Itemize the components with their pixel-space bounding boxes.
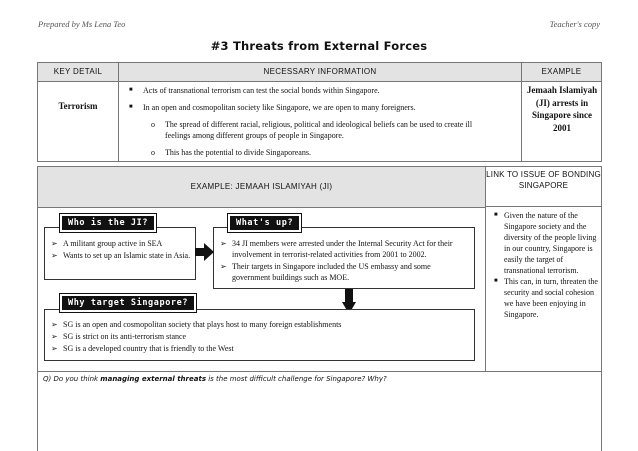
list-item: ■In an open and cosmopolitan society lik… bbox=[129, 103, 416, 112]
arrow-bullet-icon: ➢ bbox=[51, 239, 58, 248]
list-item: ➢SG is strict on its anti-terrorism stan… bbox=[51, 332, 187, 341]
arrow-bullet-icon: ➢ bbox=[51, 320, 58, 329]
col-necessary-info: NECESSARY INFORMATION bbox=[263, 67, 377, 76]
arrow-bullet-icon: ➢ bbox=[51, 332, 58, 341]
arrow-bullet-icon: ➢ bbox=[51, 344, 58, 353]
whats-up-box: ➢34 JI members were arrested under the I… bbox=[213, 227, 475, 289]
square-bullet-icon: ■ bbox=[494, 212, 498, 218]
key-detail-value: Terrorism bbox=[58, 101, 98, 111]
circle-bullet-icon: o bbox=[151, 148, 155, 157]
list-item: ➢34 JI members were arrested under the I… bbox=[220, 239, 453, 259]
square-bullet-icon: ■ bbox=[129, 104, 133, 110]
example-value: Jemaah Islamiyah (JI) arrests in Singapo… bbox=[526, 85, 598, 133]
question-text: Q) Do you think managing external threat… bbox=[43, 375, 387, 383]
link-heading: LINK TO ISSUE OF BONDING SINGAPORE bbox=[486, 167, 601, 207]
square-bullet-icon: ■ bbox=[494, 278, 498, 284]
key-detail-table: KEY DETAIL NECESSARY INFORMATION EXAMPLE… bbox=[37, 62, 602, 162]
why-box: ➢SG is an open and cosmopolitan society … bbox=[44, 309, 475, 361]
list-item: ■Acts of transnational terrorism can tes… bbox=[129, 86, 380, 95]
list-item: ■Given the nature of the Singapore socie… bbox=[494, 211, 597, 275]
right-arrow-icon bbox=[195, 243, 214, 261]
link-list: ■Given the nature of the Singapore socie… bbox=[493, 210, 601, 320]
column-divider bbox=[521, 63, 522, 161]
col-example: EXAMPLE bbox=[541, 67, 582, 76]
who-tag: Who is the JI? bbox=[58, 213, 158, 233]
list-item: ➢Wants to set up an Islamic state in Asi… bbox=[51, 251, 191, 260]
down-arrow-icon bbox=[342, 289, 356, 314]
circle-bullet-icon: o bbox=[151, 120, 155, 129]
column-divider bbox=[118, 63, 119, 161]
column-divider bbox=[485, 167, 486, 371]
arrow-bullet-icon: ➢ bbox=[51, 251, 58, 260]
arrow-bullet-icon: ➢ bbox=[220, 239, 227, 248]
why-tag: Why target Singapore? bbox=[58, 293, 198, 313]
list-item: ➢SG is an open and cosmopolitan society … bbox=[51, 320, 342, 329]
whats-up-tag: What's up? bbox=[226, 213, 303, 233]
list-item: ➢A militant group active in SEA bbox=[51, 239, 163, 248]
question-emphasis: managing external threats bbox=[100, 375, 206, 383]
list-item: ➢Their targets in Singapore included the… bbox=[220, 262, 431, 282]
example-heading: EXAMPLE: JEMAAH ISLAMIYAH (JI) bbox=[38, 167, 485, 208]
table-header-row bbox=[38, 63, 601, 82]
who-box: ➢A militant group active in SEA ➢Wants t… bbox=[44, 227, 196, 280]
info-list: ■Acts of transnational terrorism can tes… bbox=[125, 85, 535, 164]
row-divider bbox=[38, 371, 601, 372]
list-item: ➢SG is a developed country that is frien… bbox=[51, 344, 234, 353]
header-author: Prepared by Ms Lena Teo bbox=[38, 19, 126, 29]
col-key-detail: KEY DETAIL bbox=[53, 67, 103, 76]
page-title: #3 Threats from External Forces bbox=[210, 39, 428, 53]
square-bullet-icon: ■ bbox=[129, 87, 133, 93]
example-table: EXAMPLE: JEMAAH ISLAMIYAH (JI) LINK TO I… bbox=[37, 166, 602, 451]
list-item: ■This can, in turn, threaten the securit… bbox=[494, 277, 598, 319]
header-copy-label: Teacher's copy bbox=[549, 19, 600, 29]
arrow-bullet-icon: ➢ bbox=[220, 262, 227, 271]
